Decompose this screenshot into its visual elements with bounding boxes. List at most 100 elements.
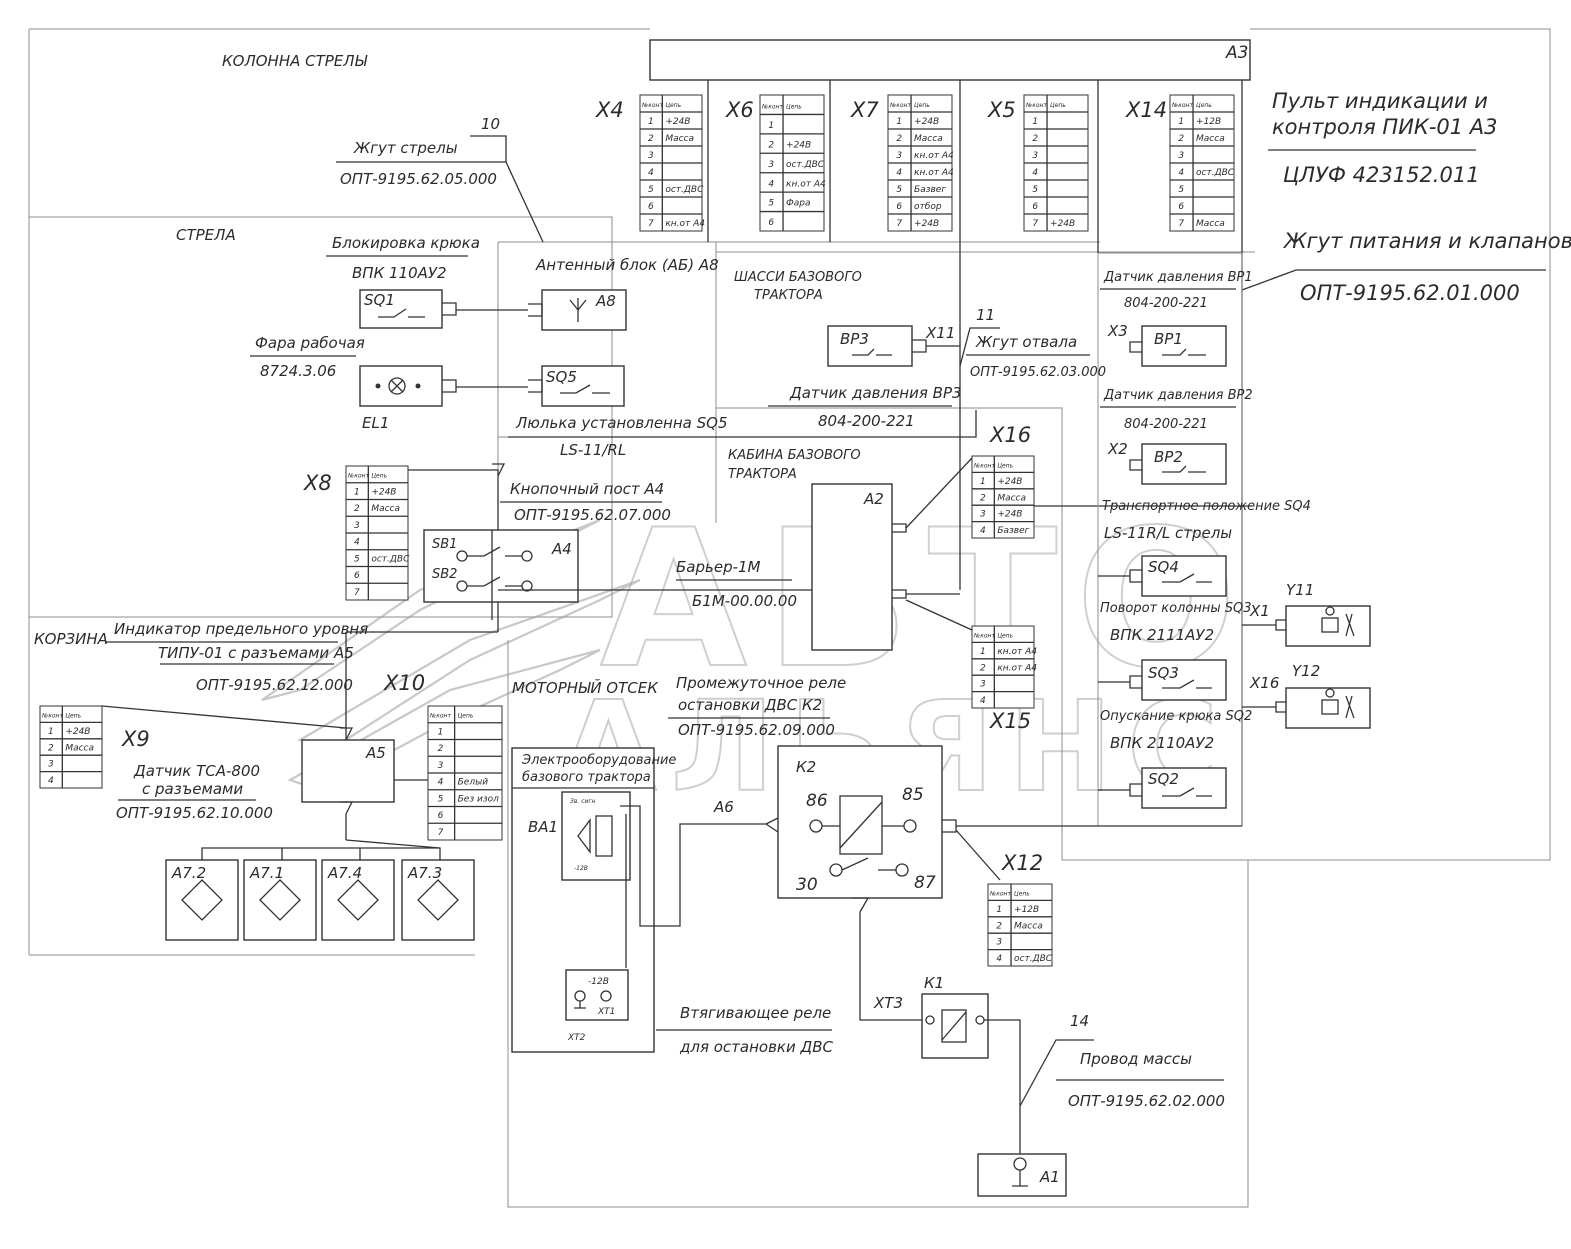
- table-row-number: 5: [1178, 185, 1184, 195]
- svg-text:Х8: Х8: [303, 471, 332, 495]
- table-row-number: 1: [996, 905, 1002, 915]
- table-row-number: 7: [896, 219, 902, 229]
- xt1-terminal: [565, 969, 629, 1021]
- y11-valve: [1285, 605, 1371, 647]
- svg-text:Х14: Х14: [1125, 98, 1167, 122]
- a1-ground: [977, 1153, 1067, 1197]
- table-row-number: 3: [648, 151, 654, 161]
- table-row-number: 4: [48, 776, 54, 786]
- harness-power-title: Жгут питания и клапанов: [1282, 229, 1571, 253]
- table-row-number: 4: [354, 538, 360, 548]
- table-header-cell: Цепь: [914, 102, 930, 109]
- table-row-number: 6: [896, 202, 902, 212]
- svg-text:Х3: Х3: [1107, 322, 1128, 340]
- svg-text:Х2: Х2: [1107, 440, 1128, 458]
- k1-relay: [921, 993, 989, 1059]
- table-header-cell: №конт: [889, 102, 911, 109]
- table-header-cell: №конт: [761, 104, 783, 111]
- table-row-number: 5: [768, 199, 774, 209]
- table-row-number: 2: [896, 134, 902, 144]
- table-row-number: 1: [48, 727, 54, 737]
- panel-title-line2: контроля ПИК-01 А3: [1272, 115, 1498, 139]
- table-row-value: Масса: [65, 743, 94, 753]
- bridge-a73: А7.3: [401, 859, 475, 941]
- pull-relay-label2: для остановки ДВС: [679, 1038, 834, 1056]
- harness-blade-number: 11: [976, 306, 995, 324]
- watermark-line1: АВТО: [600, 489, 1255, 710]
- table-header-cell: №конт: [973, 462, 995, 469]
- svg-text:-12В: -12В: [588, 977, 609, 987]
- svg-text:А7.2: А7.2: [171, 864, 206, 882]
- table-row-number: 5: [1032, 185, 1038, 195]
- table-header-cell: Цепь: [997, 632, 1013, 639]
- table-row-number: 1: [896, 117, 902, 127]
- table-row-number: 4: [1032, 168, 1038, 178]
- svg-text:А6: А6: [713, 798, 734, 816]
- table-header-cell: №конт: [429, 713, 451, 720]
- table-row-value: ост.ДВС: [1014, 954, 1053, 964]
- table-header-cell: Цепь: [997, 462, 1013, 469]
- svg-text:Y11: Y11: [1286, 581, 1314, 599]
- tsa-bridges: [201, 839, 441, 860]
- table-row-value: ост.ДВС: [371, 554, 410, 564]
- zone-label-boom-column: КОЛОННА СТРЕЛЫ: [222, 52, 368, 70]
- table-row-number: 3: [980, 510, 986, 520]
- harness-boom-code: ОПТ-9195.62.05.000: [340, 170, 497, 188]
- table-row-number: 1: [648, 117, 654, 127]
- table-row-value: +12В: [1014, 905, 1039, 915]
- table-row-value: Масса: [371, 504, 400, 514]
- table-row-number: 4: [980, 696, 986, 706]
- tractor-eq-label2: базового трактора: [522, 770, 651, 785]
- bp3-label: Датчик давления ВР3: [789, 384, 962, 402]
- table-row-value: +24В: [665, 117, 690, 127]
- table-row-value: Фара: [786, 199, 811, 209]
- svg-text:А1: А1: [1039, 1168, 1060, 1186]
- svg-text:А7.1: А7.1: [249, 864, 284, 882]
- table-header-cell: Цепь: [665, 102, 681, 109]
- table-row-value: Масса: [914, 134, 943, 144]
- a5-indicator: [301, 739, 395, 803]
- table-row-number: 1: [354, 487, 360, 497]
- table-row-value: Масса: [997, 493, 1026, 503]
- bridge-a71: А7.1: [243, 859, 317, 941]
- svg-text:SB1: SB1: [432, 537, 457, 552]
- sq2-switch: [1141, 767, 1227, 809]
- table-x12: Х12: [987, 851, 1053, 967]
- table-row-number: 2: [768, 140, 774, 150]
- table-row-number: 6: [1032, 202, 1038, 212]
- barrier-label: Барьер-1М: [676, 558, 761, 576]
- table-row-number: 6: [648, 202, 654, 212]
- harness-boom-title: Жгут стрелы: [353, 139, 458, 157]
- table-row-value: +24В: [65, 727, 90, 737]
- button-post-label: Кнопочный пост А4: [510, 480, 664, 498]
- svg-text:ХТ2: ХТ2: [567, 1033, 586, 1043]
- svg-text:А7.3: А7.3: [407, 864, 442, 882]
- sq3-code: ВПК 2111АУ2: [1110, 626, 1214, 644]
- table-row-number: 5: [648, 185, 654, 195]
- svg-text:Y12: Y12: [1292, 662, 1320, 680]
- svg-text:ХТ3: ХТ3: [873, 994, 903, 1012]
- table-row-number: 6: [438, 811, 444, 821]
- table-row-value: Масса: [1014, 921, 1043, 931]
- table-row-number: 7: [438, 828, 444, 838]
- table-row-number: 2: [996, 921, 1002, 931]
- table-row-number: 7: [648, 219, 654, 229]
- svg-text:Х10: Х10: [383, 671, 425, 695]
- sq2-code: ВПК 2110АУ2: [1110, 734, 1214, 752]
- limit-ind-label2: ТИПУ-01 с разъемами А5: [158, 644, 354, 662]
- svg-text:ВР1: ВР1: [1154, 330, 1183, 348]
- harness-power-code: ОПТ-9195.62.01.000: [1300, 281, 1520, 305]
- table-x9: Х9: [39, 705, 150, 789]
- table-row-value: +24В: [914, 219, 939, 229]
- bridge-a74: А7.4: [321, 859, 395, 941]
- svg-text:К1: К1: [924, 974, 944, 992]
- sq4-label: Транспортное положение SQ4: [1102, 499, 1311, 514]
- svg-text:Х4: Х4: [595, 98, 624, 122]
- pull-relay-label1: Втягивающее реле: [680, 1004, 831, 1022]
- svg-text:ВА1: ВА1: [528, 818, 558, 836]
- bp2-code: 804-200-221: [1124, 417, 1208, 432]
- button-post-code: ОПТ-9195.62.07.000: [514, 506, 671, 524]
- panel-a3-ref: А3: [1225, 43, 1248, 63]
- svg-text:SQ2: SQ2: [1148, 770, 1179, 788]
